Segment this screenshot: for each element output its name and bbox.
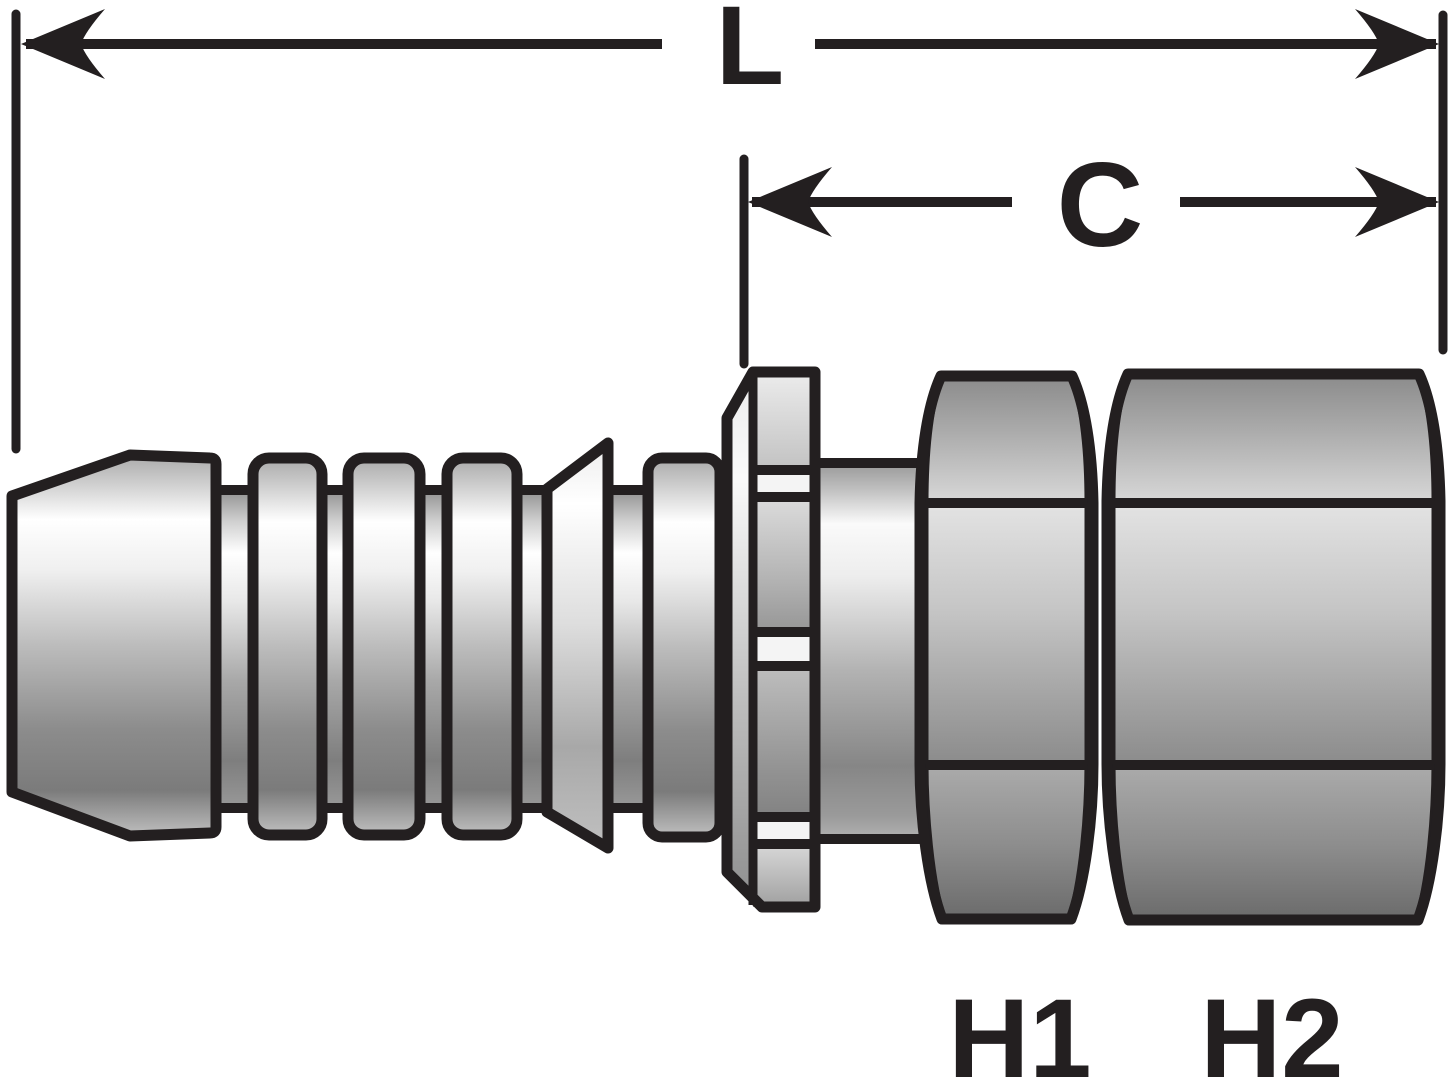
shank-section bbox=[810, 458, 934, 844]
nut1-bottom-face bbox=[920, 765, 1093, 919]
flange-segment-d bbox=[753, 844, 815, 907]
hex-label-h1: H1 bbox=[948, 976, 1091, 1081]
flange-bevel-face bbox=[727, 372, 753, 903]
nut2-middle-face bbox=[1107, 503, 1440, 765]
arrowhead-c-left bbox=[748, 167, 832, 237]
arrowhead-l-left bbox=[21, 9, 105, 79]
nut2-outline bbox=[1101, 368, 1446, 926]
arrowhead-l-right bbox=[1355, 9, 1439, 79]
hex-nut-h1 bbox=[914, 370, 1099, 925]
flare-cone bbox=[541, 437, 614, 854]
barb-rib-3 bbox=[441, 452, 523, 841]
dimension-label-c: C bbox=[1057, 138, 1144, 272]
nut1-top-face bbox=[920, 376, 1093, 503]
flange-segment-c bbox=[753, 666, 815, 817]
dimension-l: L bbox=[11, 0, 1448, 454]
flange-segment-a bbox=[753, 372, 815, 470]
flange-groove-lines bbox=[750, 465, 818, 849]
stem-nose bbox=[6, 449, 222, 842]
dimension-label-l: L bbox=[716, 0, 784, 108]
nut1-outline bbox=[914, 370, 1099, 925]
hex-nut-h2 bbox=[1101, 368, 1446, 926]
flange-segment-b bbox=[753, 497, 815, 632]
nut1-middle-face bbox=[920, 503, 1093, 765]
barb-rib-1 bbox=[247, 452, 328, 841]
flange-plate bbox=[721, 366, 821, 913]
nut2-bottom-face bbox=[1107, 765, 1440, 920]
hex-label-h2: H2 bbox=[1200, 976, 1343, 1081]
shank-body bbox=[812, 463, 934, 842]
stem-band bbox=[642, 452, 726, 843]
barb-rib-2 bbox=[342, 452, 426, 841]
nut2-top-face bbox=[1107, 374, 1440, 503]
flange-outline bbox=[721, 366, 821, 913]
arrowhead-c-right bbox=[1355, 167, 1439, 237]
hose-barb-stem bbox=[6, 437, 726, 854]
dimension-c: C bbox=[739, 138, 1439, 369]
